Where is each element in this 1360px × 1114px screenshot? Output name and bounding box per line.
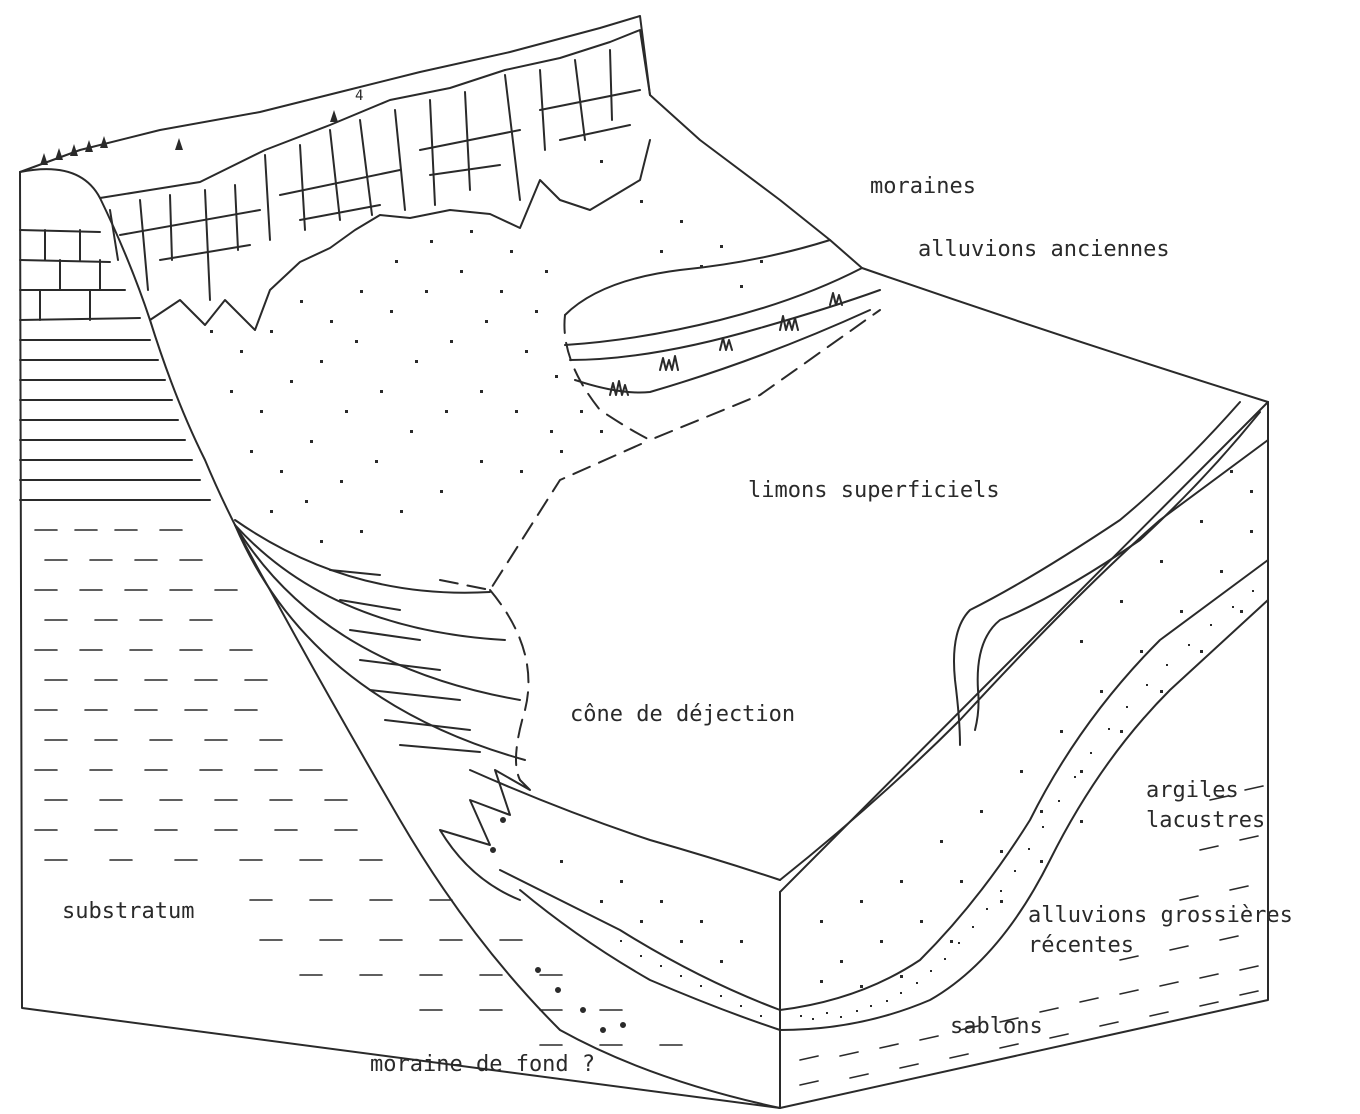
plateau-back-edge: [20, 16, 650, 172]
cone-arc-4: [235, 525, 525, 760]
label-limons-superficiels: limons superficiels: [748, 476, 1000, 506]
summit-mark: 4: [355, 88, 363, 104]
cone-lines: [330, 570, 480, 752]
left-layer-sablons-base: [520, 890, 780, 1030]
block-outline-left-edge: [20, 172, 780, 1108]
label-argiles-line-2: lacustres: [1146, 806, 1265, 836]
label-alluvions-grossieres-line-1: alluvions grossières: [1028, 901, 1293, 931]
label-argiles-lacustres: argiles lacustres: [1146, 776, 1265, 836]
left-layer-argiles-contact: [470, 770, 780, 880]
label-argiles-line-1: argiles: [1146, 776, 1265, 806]
label-substratum: substratum: [62, 897, 194, 927]
cone-arc-3: [235, 525, 520, 700]
label-moraine-de-fond: moraine de fond ?: [370, 1050, 595, 1080]
label-alluvions-anciennes: alluvions anciennes: [918, 235, 1170, 265]
moraine-fond-pebbles: [490, 817, 626, 1033]
cone-boundary-dashed: [440, 440, 650, 590]
label-alluvions-grossieres-recentes: alluvions grossières récentes: [1028, 901, 1293, 961]
moraine-ridge: [565, 240, 830, 315]
label-moraines: moraines: [870, 172, 976, 202]
cliff-bedding: [120, 90, 640, 260]
plateau-front-edge: [100, 30, 862, 268]
label-cone-de-dejection: cône de déjection: [570, 700, 795, 730]
substratum-bed: [20, 230, 210, 500]
talus-stipple: [210, 160, 763, 543]
label-sablons: sablons: [950, 1012, 1043, 1042]
ridge-grass: [610, 293, 842, 395]
plain-back-edge: [862, 268, 1268, 402]
substratum-joints: [40, 230, 100, 320]
left-cliff-profile: [20, 169, 780, 1108]
limons-boundary-dashed: [564, 310, 880, 440]
cliff-top-trees: [40, 110, 338, 165]
block-outline-front-edge: [780, 402, 1268, 1108]
river-bank-inner: [975, 412, 1260, 730]
label-alluvions-grossieres-line-2: récentes: [1028, 931, 1293, 961]
left-layer-sablons-top: [500, 870, 780, 1010]
substratum-dashes: [35, 530, 682, 1045]
